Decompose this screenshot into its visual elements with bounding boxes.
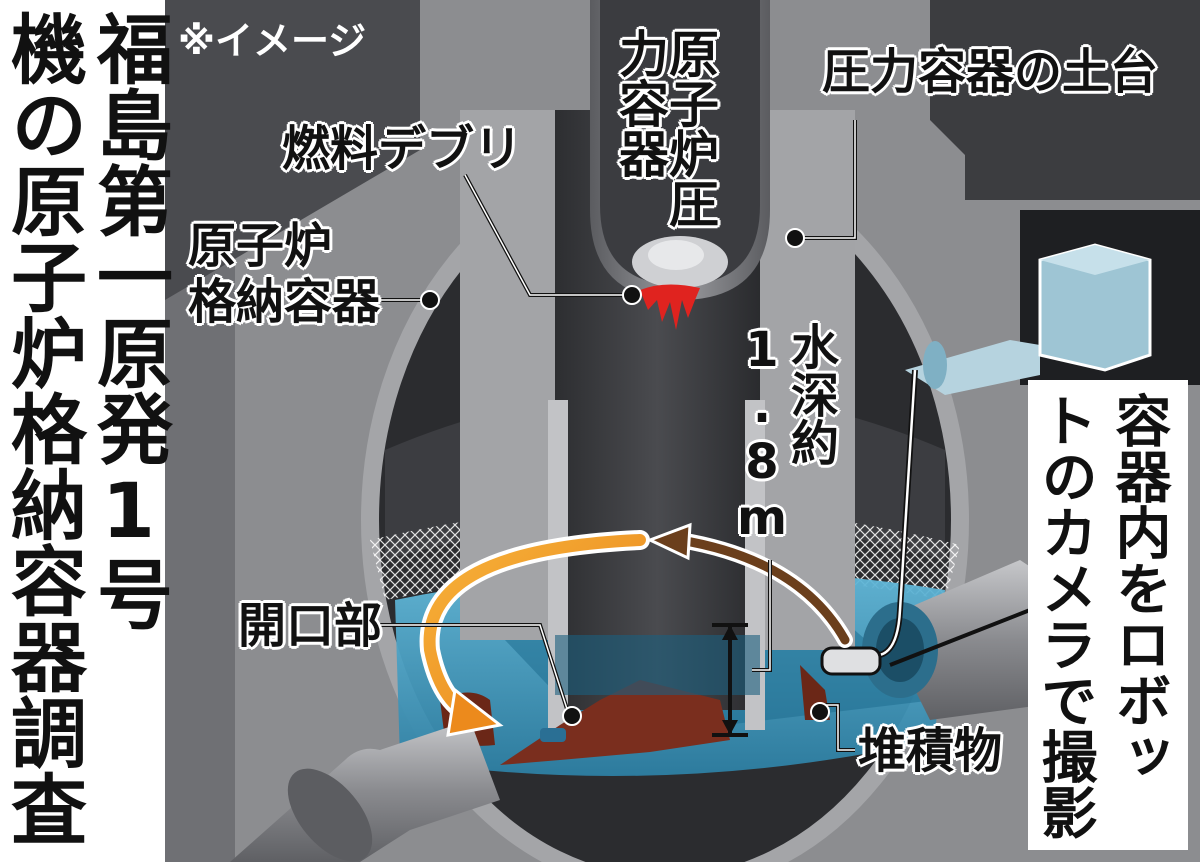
robot-caption-panel bbox=[1028, 380, 1188, 850]
depth-indicator bbox=[712, 623, 748, 737]
deposit-pile bbox=[500, 680, 730, 765]
label-pressure-vessel: 原子炉圧力容器 bbox=[611, 28, 719, 228]
robot-mark bbox=[820, 646, 882, 676]
label-water-depth: 水深約1.8m bbox=[734, 322, 838, 546]
label-deposit: 堆積物 bbox=[858, 723, 1003, 779]
fuel-debris-mark bbox=[640, 284, 700, 330]
pedestal-wall-right bbox=[760, 110, 855, 650]
label-containment-vessel-line2: 格納容器 bbox=[188, 274, 381, 330]
robot-caption-column-2: トのカメラで撮影 bbox=[1032, 392, 1097, 840]
image-note: ※イメージ bbox=[178, 19, 367, 63]
label-containment-vessel-line1: 原子炉 bbox=[188, 218, 333, 274]
robot-caption-column-1: 容器内をロボッ bbox=[1106, 392, 1171, 784]
label-opening: 開口部 bbox=[238, 598, 383, 654]
label-fuel-debris: 燃料デブリ bbox=[282, 121, 523, 177]
title-column-2: 機の原子炉格納容器調査 bbox=[0, 10, 87, 846]
label-pedestal: 圧力容器の土台 bbox=[822, 44, 1159, 100]
title-column-1: 福島第一原発1号 bbox=[84, 10, 173, 631]
pipe-left bbox=[230, 720, 500, 862]
